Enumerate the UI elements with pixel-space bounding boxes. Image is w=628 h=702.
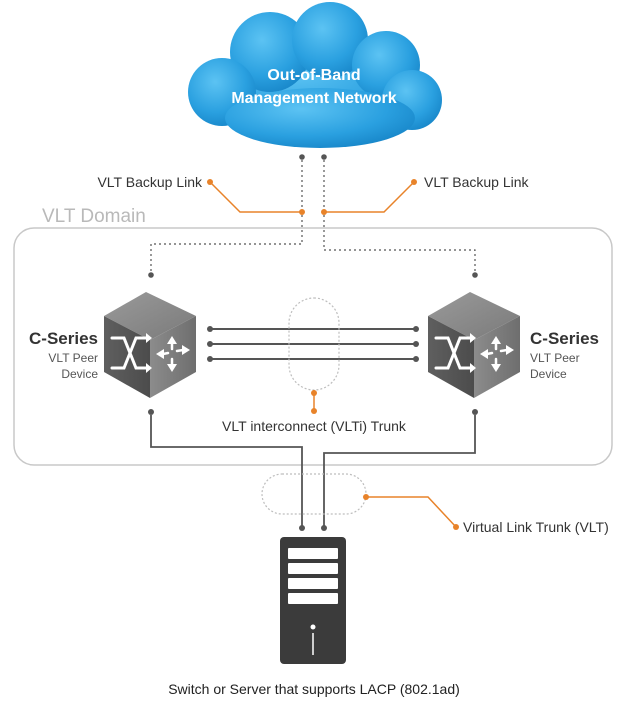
right-switch-icon — [428, 292, 520, 398]
left-device-line1: VLT Peer — [48, 351, 98, 365]
left-device-title: C-Series — [29, 329, 98, 348]
vlt-label: Virtual Link Trunk (VLT) — [463, 519, 609, 535]
vlti-trunk-lines — [207, 326, 419, 362]
backup-link-callout-right: VLT Backup Link — [321, 174, 530, 215]
backup-link-lines — [150, 160, 476, 272]
vlti-label: VLT interconnect (VLTi) Trunk — [222, 418, 407, 434]
backup-link-label-left: VLT Backup Link — [97, 174, 203, 190]
server-caption: Switch or Server that supports LACP (802… — [168, 681, 460, 697]
left-device-line2: Device — [61, 367, 98, 381]
cloud-title-line1: Out-of-Band — [267, 67, 360, 84]
right-device-title: C-Series — [530, 329, 599, 348]
vlt-links — [148, 409, 478, 531]
vlt-callout — [363, 494, 459, 530]
management-cloud: Out-of-Band Management Network — [188, 2, 442, 148]
right-device-line1: VLT Peer — [530, 351, 580, 365]
cloud-title-line2: Management Network — [231, 90, 396, 107]
backup-link-endpoints — [148, 154, 478, 278]
vlt-grouping-ring — [261, 473, 367, 515]
backup-link-callout-left: VLT Backup Link — [97, 174, 305, 215]
vlti-callout — [311, 390, 317, 414]
vlt-domain-box — [13, 227, 613, 466]
backup-link-label-right: VLT Backup Link — [424, 174, 530, 190]
vlt-domain-label: VLT Domain — [42, 206, 146, 227]
right-device-line2: Device — [530, 367, 567, 381]
server-icon — [280, 537, 346, 664]
left-switch-icon — [104, 292, 196, 398]
